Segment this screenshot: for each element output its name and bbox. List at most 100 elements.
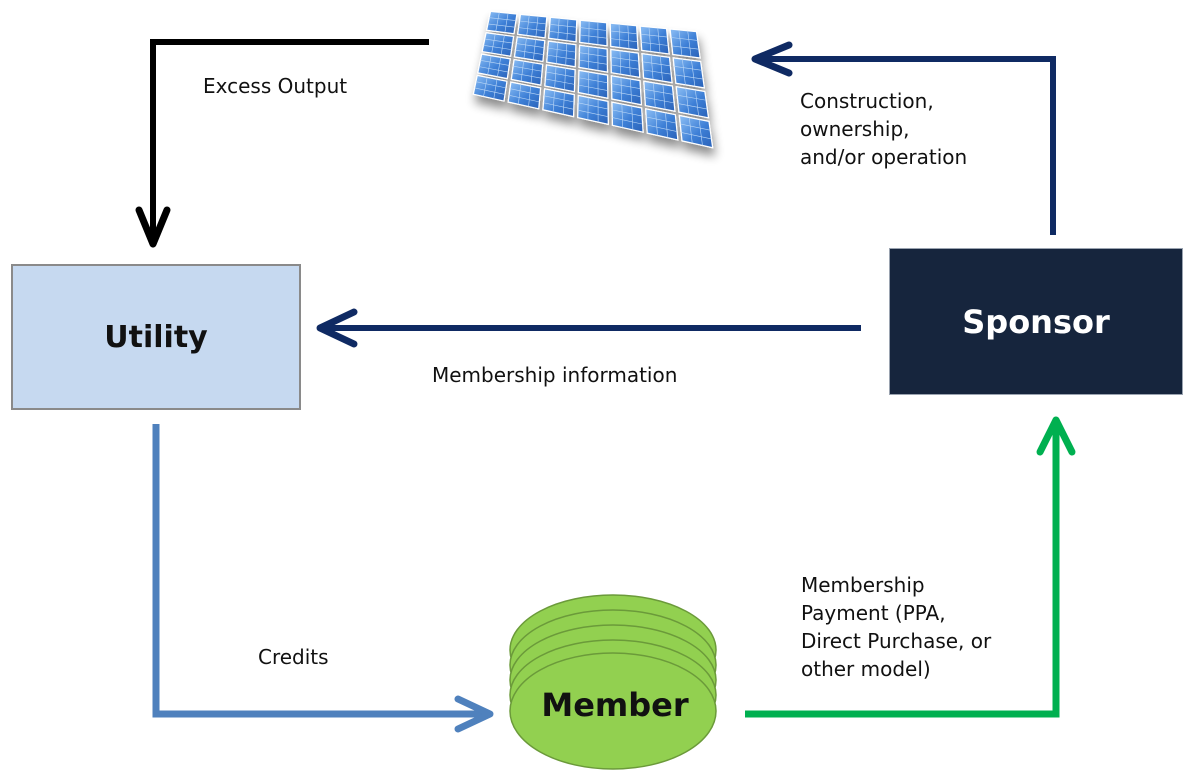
solar-cell-gridline — [497, 57, 501, 77]
solar-cell-gridline — [662, 84, 666, 110]
solar-cell-gridline — [487, 55, 492, 75]
solar-cell-gridline — [545, 71, 575, 78]
solar-cell-gridline — [549, 24, 577, 28]
solar-cell — [579, 19, 608, 47]
solar-cell-gridline — [554, 66, 557, 88]
solar-cell-gridline — [650, 54, 654, 80]
solar-cell-gridline — [660, 56, 663, 82]
solar-cell-gridline — [474, 87, 506, 95]
sponsor-label: Sponsor — [962, 302, 1110, 341]
solar-cell — [513, 36, 546, 63]
solar-cell-gridline — [566, 19, 569, 41]
solar-cell-gridline — [479, 66, 509, 73]
solar-cell-gridline — [545, 78, 575, 85]
solar-cell-gridline — [653, 82, 656, 108]
solar-cell-gridline — [555, 42, 558, 64]
solar-cell-gridline — [484, 38, 513, 44]
solar-cell-gridline — [642, 61, 671, 67]
membership-information-arrow — [316, 308, 861, 348]
solar-cell-gridline — [483, 77, 488, 97]
construction-label: Construction, ownership, and/or operatio… — [800, 89, 968, 169]
solar-cell — [548, 16, 578, 43]
solar-cell-gridline — [610, 30, 638, 35]
membership-information-label: Membership information — [432, 363, 678, 387]
solar-cell — [641, 52, 673, 84]
solar-cell-gridline — [509, 95, 540, 103]
utility-label: Utility — [104, 319, 208, 355]
solar-cell-gridline — [563, 92, 565, 115]
solar-cell-gridline — [630, 79, 632, 103]
solar-cell-gridline — [627, 24, 630, 49]
solar-cell-gridline — [698, 119, 703, 146]
solar-cell-gridline — [512, 72, 542, 79]
solar-cell-gridline — [579, 59, 608, 65]
solar-cell-gridline — [677, 94, 707, 101]
solar-cell — [610, 48, 641, 79]
solar-cell-gridline — [578, 84, 608, 91]
solar-cell-gridline — [533, 39, 536, 60]
solar-cell-gridline — [646, 116, 677, 124]
membership-payment-arrow — [745, 416, 1076, 718]
solar-cell-gridline — [611, 64, 640, 70]
excess-output-arrow — [135, 39, 429, 248]
solar-cell-gridline — [579, 52, 608, 57]
solar-cell-gridline — [628, 51, 631, 76]
solar-cell — [639, 25, 670, 55]
solar-panel-icon — [472, 10, 714, 149]
solar-cell-gridline — [547, 54, 576, 60]
solar-cell-gridline — [680, 123, 711, 131]
solar-cell-gridline — [610, 56, 639, 62]
solar-cell-gridline — [694, 89, 699, 116]
utility-node: Utility — [11, 264, 301, 410]
solar-cell-gridline — [612, 117, 643, 125]
solar-cell-gridline — [495, 12, 500, 32]
solar-cell-gridline — [691, 60, 696, 87]
solar-cell-gridline — [577, 109, 609, 118]
solar-cell — [672, 57, 706, 89]
solar-cell — [546, 40, 577, 68]
excess-output-label: Excess Output — [203, 74, 348, 98]
member-stack — [509, 594, 717, 770]
solar-cell-gridline — [578, 77, 608, 84]
solar-cell-gridline — [678, 29, 683, 56]
solar-cell-gridline — [612, 109, 643, 117]
solar-cell-gridline — [516, 43, 545, 48]
member-label: Member — [541, 686, 689, 724]
solar-cell-gridline — [621, 104, 623, 128]
solar-cell-gridline — [520, 61, 524, 82]
solar-cell-gridline — [644, 89, 674, 95]
solar-cell-gridline — [578, 102, 609, 110]
solar-cell-gridline — [687, 30, 692, 57]
solar-cell-gridline — [480, 60, 510, 66]
solar-cell — [578, 44, 609, 73]
credits-arrow — [152, 424, 494, 733]
solar-cell-gridline — [688, 117, 693, 144]
credits-label: Credits — [258, 645, 329, 669]
solar-cell-gridline — [685, 88, 690, 115]
solar-cell-gridline — [611, 83, 641, 89]
solar-cell-gridline — [674, 74, 704, 80]
solar-cell-gridline — [641, 41, 669, 46]
solar-cell-gridline — [665, 112, 668, 138]
solar-cell-gridline — [487, 23, 515, 28]
solar-cell-gridline — [678, 103, 708, 110]
solar-cell-gridline — [547, 47, 576, 53]
solar-cell — [516, 13, 548, 39]
solar-cell-gridline — [643, 69, 672, 75]
solar-cell-gridline — [557, 18, 560, 40]
solar-cell-gridline — [640, 33, 668, 38]
solar-cell-gridline — [491, 33, 496, 54]
solar-cell-gridline — [526, 15, 530, 36]
solar-cell-gridline — [500, 35, 505, 55]
solar-cell-gridline — [619, 50, 622, 75]
solar-cell-gridline — [493, 79, 498, 99]
membership-payment-label: Membership Payment (PPA, Direct Purchase… — [801, 573, 992, 681]
solar-cell-gridline — [564, 68, 566, 90]
solar-cell-gridline — [580, 27, 607, 31]
solar-cell-gridline — [646, 124, 678, 132]
solar-cell-gridline — [620, 77, 623, 101]
solar-cell-gridline — [631, 106, 634, 130]
solar-cell-gridline — [518, 84, 522, 105]
solar-cell-gridline — [504, 13, 509, 33]
